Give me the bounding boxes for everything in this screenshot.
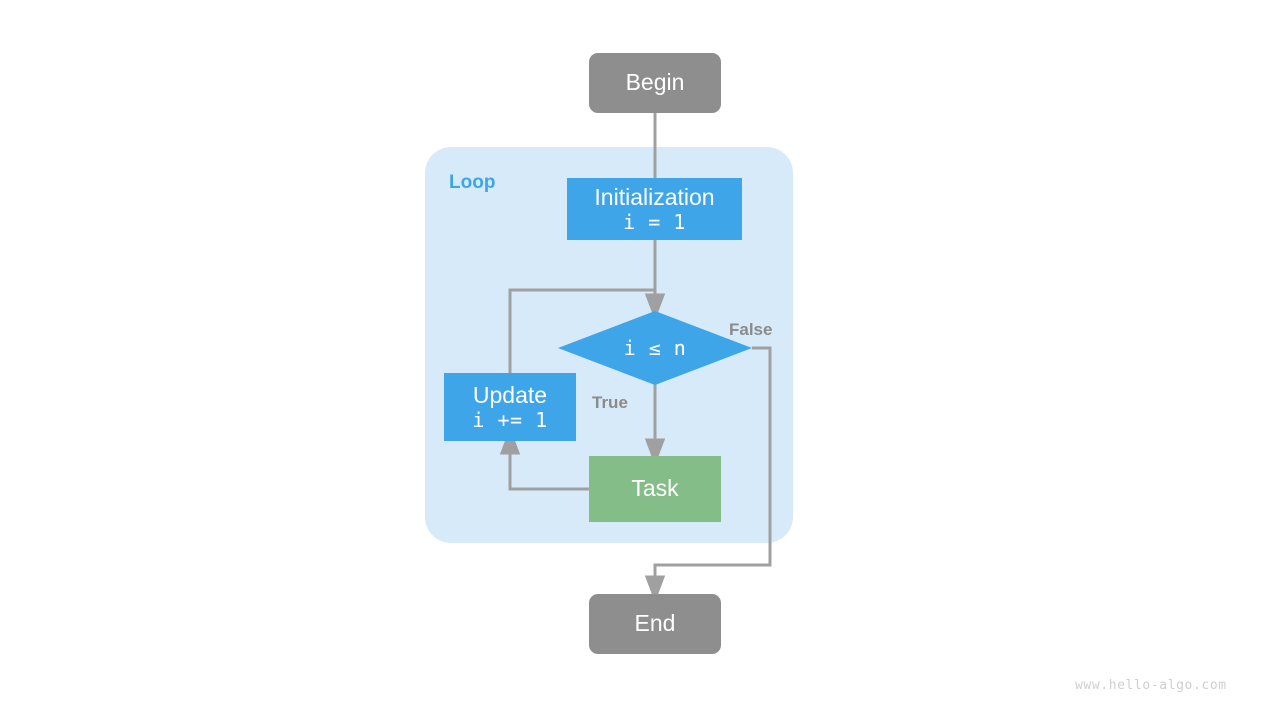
edge-condition-to-end-false [644, 346, 772, 603]
loop-group-label: Loop [449, 172, 496, 193]
node-end[interactable] [589, 594, 721, 654]
node-condition[interactable] [558, 311, 752, 385]
node-initialization[interactable] [567, 178, 742, 240]
edge-label-true: True [592, 393, 628, 412]
edge-label-false: False [729, 320, 773, 339]
node-update[interactable] [444, 373, 576, 441]
edge-update-to-condition-loopback [508, 288, 655, 373]
edge-task-to-update [499, 427, 589, 491]
node-begin[interactable] [589, 53, 721, 113]
node-task[interactable] [589, 456, 721, 522]
watermark: www.hello-algo.com [1075, 678, 1227, 693]
